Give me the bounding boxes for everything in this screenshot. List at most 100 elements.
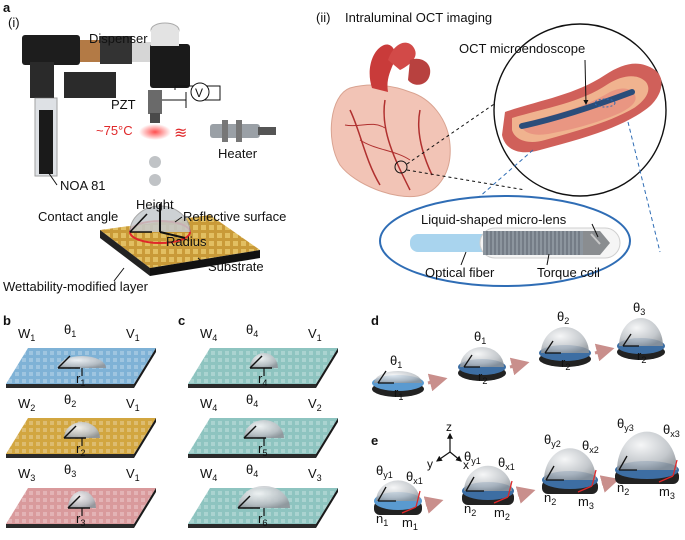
panel-d-theta-label: θ2 — [557, 309, 569, 326]
panel-b-letter: b — [3, 313, 11, 328]
panel-d-r-label: r1 — [394, 385, 403, 402]
panel-d-letter: d — [371, 313, 379, 328]
blue-dash-right — [627, 121, 661, 253]
heat-glow — [139, 124, 171, 140]
axis-x-label: x — [463, 458, 469, 472]
panel-e-n-label: n1 — [376, 511, 388, 528]
heater — [210, 120, 276, 142]
substrate-label: Substrate — [208, 259, 264, 274]
panel-e-theta-x-label: θx3 — [663, 422, 680, 439]
panel-e-n-label: n2 — [464, 501, 476, 518]
panel-a-letter: a — [3, 0, 11, 15]
optical-fiber-leader — [460, 251, 467, 266]
panel-b-r-label: r2 — [76, 441, 85, 458]
panel-c-droplet — [244, 420, 284, 438]
panel-e-arrow — [423, 496, 444, 514]
micro-lens-leader — [591, 223, 599, 238]
voltage-label: V — [195, 86, 203, 100]
torque-coil-label: Torque coil — [537, 265, 600, 280]
panel-e-theta-y-label: θy3 — [617, 416, 634, 433]
panel-b-theta-label: θ1 — [64, 322, 76, 339]
falling-droplet — [149, 174, 161, 186]
panel-d-r-label: r2 — [478, 369, 487, 386]
panel-b-row: W3 θ3 V1 r3 — [6, 462, 156, 528]
reflective-leader — [174, 216, 183, 223]
panel-e-m-label: m3 — [659, 484, 675, 501]
panel-c-v-label: V1 — [308, 326, 322, 343]
panel-c-theta-label: θ4 — [246, 322, 258, 339]
panel-c-w-label: W4 — [200, 396, 217, 413]
panel-e-theta-y-label: θy2 — [544, 432, 561, 449]
panel-c-letter: c — [178, 313, 185, 328]
noa81-label: NOA 81 — [60, 178, 106, 193]
panel-d-stage: θ1 r2 — [458, 329, 530, 386]
panel-b-w-label: W3 — [18, 466, 35, 483]
contact-angle-label: Contact angle — [38, 209, 118, 224]
panel-c-v-label: V3 — [308, 466, 322, 483]
panel-e-theta-x-label: θx1 — [406, 469, 423, 486]
noa81-leader — [47, 171, 58, 186]
panel-d-arrow — [427, 373, 448, 392]
micro-lens-label: Liquid-shaped micro-lens — [421, 212, 567, 227]
axis-y-label: y — [427, 457, 433, 471]
panel-d-theta-label: θ1 — [390, 353, 402, 370]
panel-c-w-label: W4 — [200, 326, 217, 343]
panel-c-theta-label: θ4 — [246, 462, 258, 479]
panel-b-droplet — [58, 356, 106, 368]
panel-e-theta-x-label: θx1 — [498, 455, 515, 472]
artery-region-marker — [394, 160, 408, 174]
panel-a-ii-title: Intraluminal OCT imaging — [345, 10, 492, 25]
panel-b-v-label: V1 — [126, 396, 140, 413]
torque-coil-leader — [546, 253, 550, 266]
panel-d-r-label: r2 — [561, 355, 570, 372]
falling-droplet — [149, 156, 161, 168]
panel-c-r-label: r6 — [258, 511, 267, 528]
panel-b-w-label: W2 — [18, 396, 35, 413]
wettability-label: Wettability-modified layer — [3, 279, 149, 294]
panel-c-droplet — [250, 353, 278, 368]
panel-b-droplet — [68, 491, 96, 508]
panel-d-theta-label: θ3 — [633, 300, 645, 317]
panel-b-r-label: r1 — [76, 371, 85, 388]
panel-e-n-label: n2 — [617, 480, 629, 497]
panel-e-droplet — [544, 448, 596, 480]
temperature-label: ~75°C — [96, 123, 133, 138]
substrate-leader — [197, 257, 208, 267]
panel-d-droplet — [374, 371, 422, 383]
panel-b-theta-label: θ3 — [64, 462, 76, 479]
panel-b-v-label: V1 — [126, 466, 140, 483]
zoom-line-top — [406, 99, 501, 165]
dispenser-apparatus — [22, 22, 190, 177]
panel-d-stage: θ1 r1 — [372, 353, 448, 402]
panel-b-row: W1 θ1 V1 r1 — [6, 322, 156, 388]
panel-b-droplet — [64, 422, 100, 438]
heart-illustration — [330, 42, 451, 198]
panel-d-droplet — [541, 327, 589, 353]
panel-b-v-label: V1 — [126, 326, 140, 343]
panel-e-droplet — [376, 480, 420, 501]
panel-d-stage: θ2 r2 — [539, 309, 615, 372]
panel-d-arrow — [509, 357, 530, 376]
pzt-nozzle — [148, 90, 162, 123]
panel-a-ii-label: (ii) — [316, 10, 330, 25]
axis-z-label: z — [446, 420, 452, 434]
panel-e-stage: θy3 θx3 n2 m3 — [615, 416, 680, 501]
optical-fiber-label: Optical fiber — [425, 265, 495, 280]
panel-d-theta-label: θ1 — [474, 329, 486, 346]
panel-c-r-label: r5 — [258, 441, 267, 458]
panel-e-droplet — [464, 465, 512, 491]
panel-c-droplet — [238, 486, 290, 508]
radius-label: Radius — [166, 234, 207, 249]
panel-b-r-label: r3 — [76, 511, 85, 528]
panel-b-w-label: W1 — [18, 326, 35, 343]
heat-wave-icon: ≋ — [174, 125, 187, 142]
